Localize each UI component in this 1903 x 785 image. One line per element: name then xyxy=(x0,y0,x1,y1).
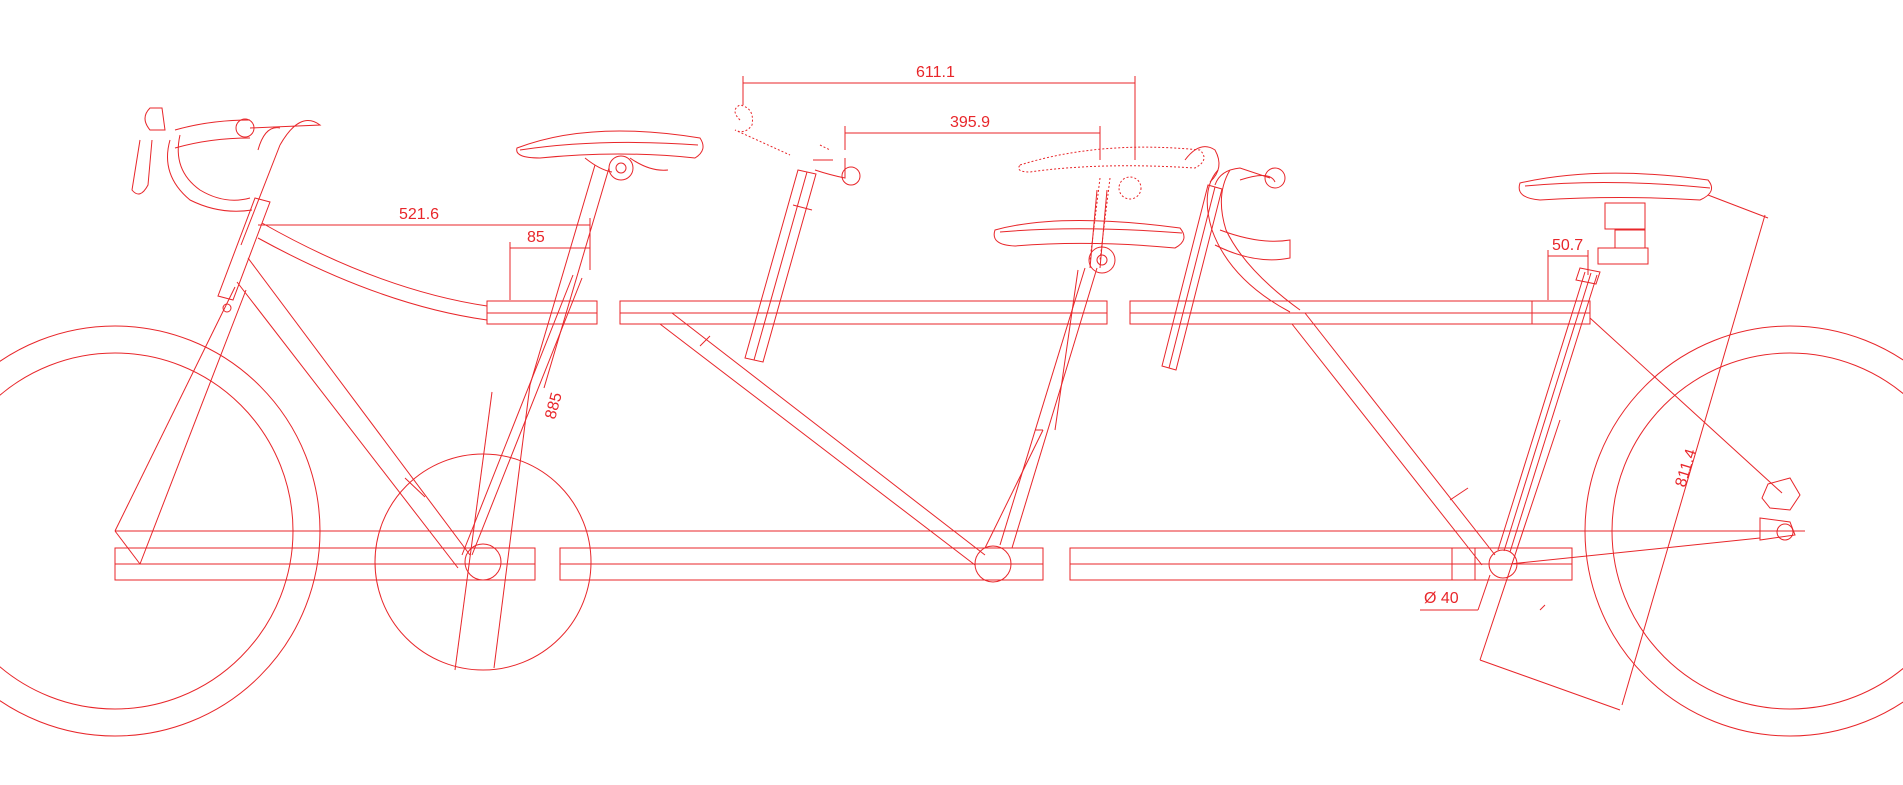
dimension-label-stoker-reach-inner: 395.9 xyxy=(950,114,990,131)
upper-boom-tubes xyxy=(486,300,1591,325)
stoker-stem xyxy=(744,158,861,363)
captain-down-tube xyxy=(236,257,471,569)
rear-stoker-stem xyxy=(1161,146,1301,371)
captain-seat-tube xyxy=(454,164,610,671)
captain-saddle xyxy=(516,130,704,181)
frame-lines xyxy=(0,76,1903,737)
captain-top-tube xyxy=(257,222,488,321)
ghost-saddle xyxy=(734,104,1205,261)
dimension-lines xyxy=(258,76,1769,711)
captain-handlebar xyxy=(131,107,322,212)
dimension-label-tube-diameter: Ø 40 xyxy=(1424,590,1459,607)
lower-boom-tubes xyxy=(114,547,1573,581)
chainring xyxy=(374,453,592,671)
rear-derailleur xyxy=(1759,477,1801,541)
captain-bottom-bracket xyxy=(464,543,502,581)
rear-saddle xyxy=(1518,172,1713,265)
rear-bottom-bracket xyxy=(1488,549,1518,579)
rear-seat-tube xyxy=(1497,267,1601,553)
front-fork xyxy=(114,286,247,565)
dimension-label-captain-top-tube: 521.6 xyxy=(399,206,439,223)
chainstays xyxy=(1509,317,1783,565)
dimension-labels: 611.1 395.9 521.6 85 885 50.7 811.4 Ø 40 xyxy=(399,64,1700,607)
middle-diagonal-tube xyxy=(659,312,986,566)
rear-diagonal-tube xyxy=(1291,312,1496,566)
middle-saddle xyxy=(993,220,1185,274)
dimension-label-captain-offset: 85 xyxy=(527,229,545,246)
head-tube xyxy=(217,144,281,313)
dimension-label-stoker-reach: 611.1 xyxy=(916,64,955,81)
dimension-label-rear-diagonal: 811.4 xyxy=(1673,447,1701,489)
middle-seat-tube xyxy=(984,189,1108,549)
middle-bottom-bracket xyxy=(974,545,1012,583)
dimension-label-rear-offset: 50.7 xyxy=(1552,237,1583,254)
dimension-label-captain-seat-tube: 885 xyxy=(542,391,565,421)
